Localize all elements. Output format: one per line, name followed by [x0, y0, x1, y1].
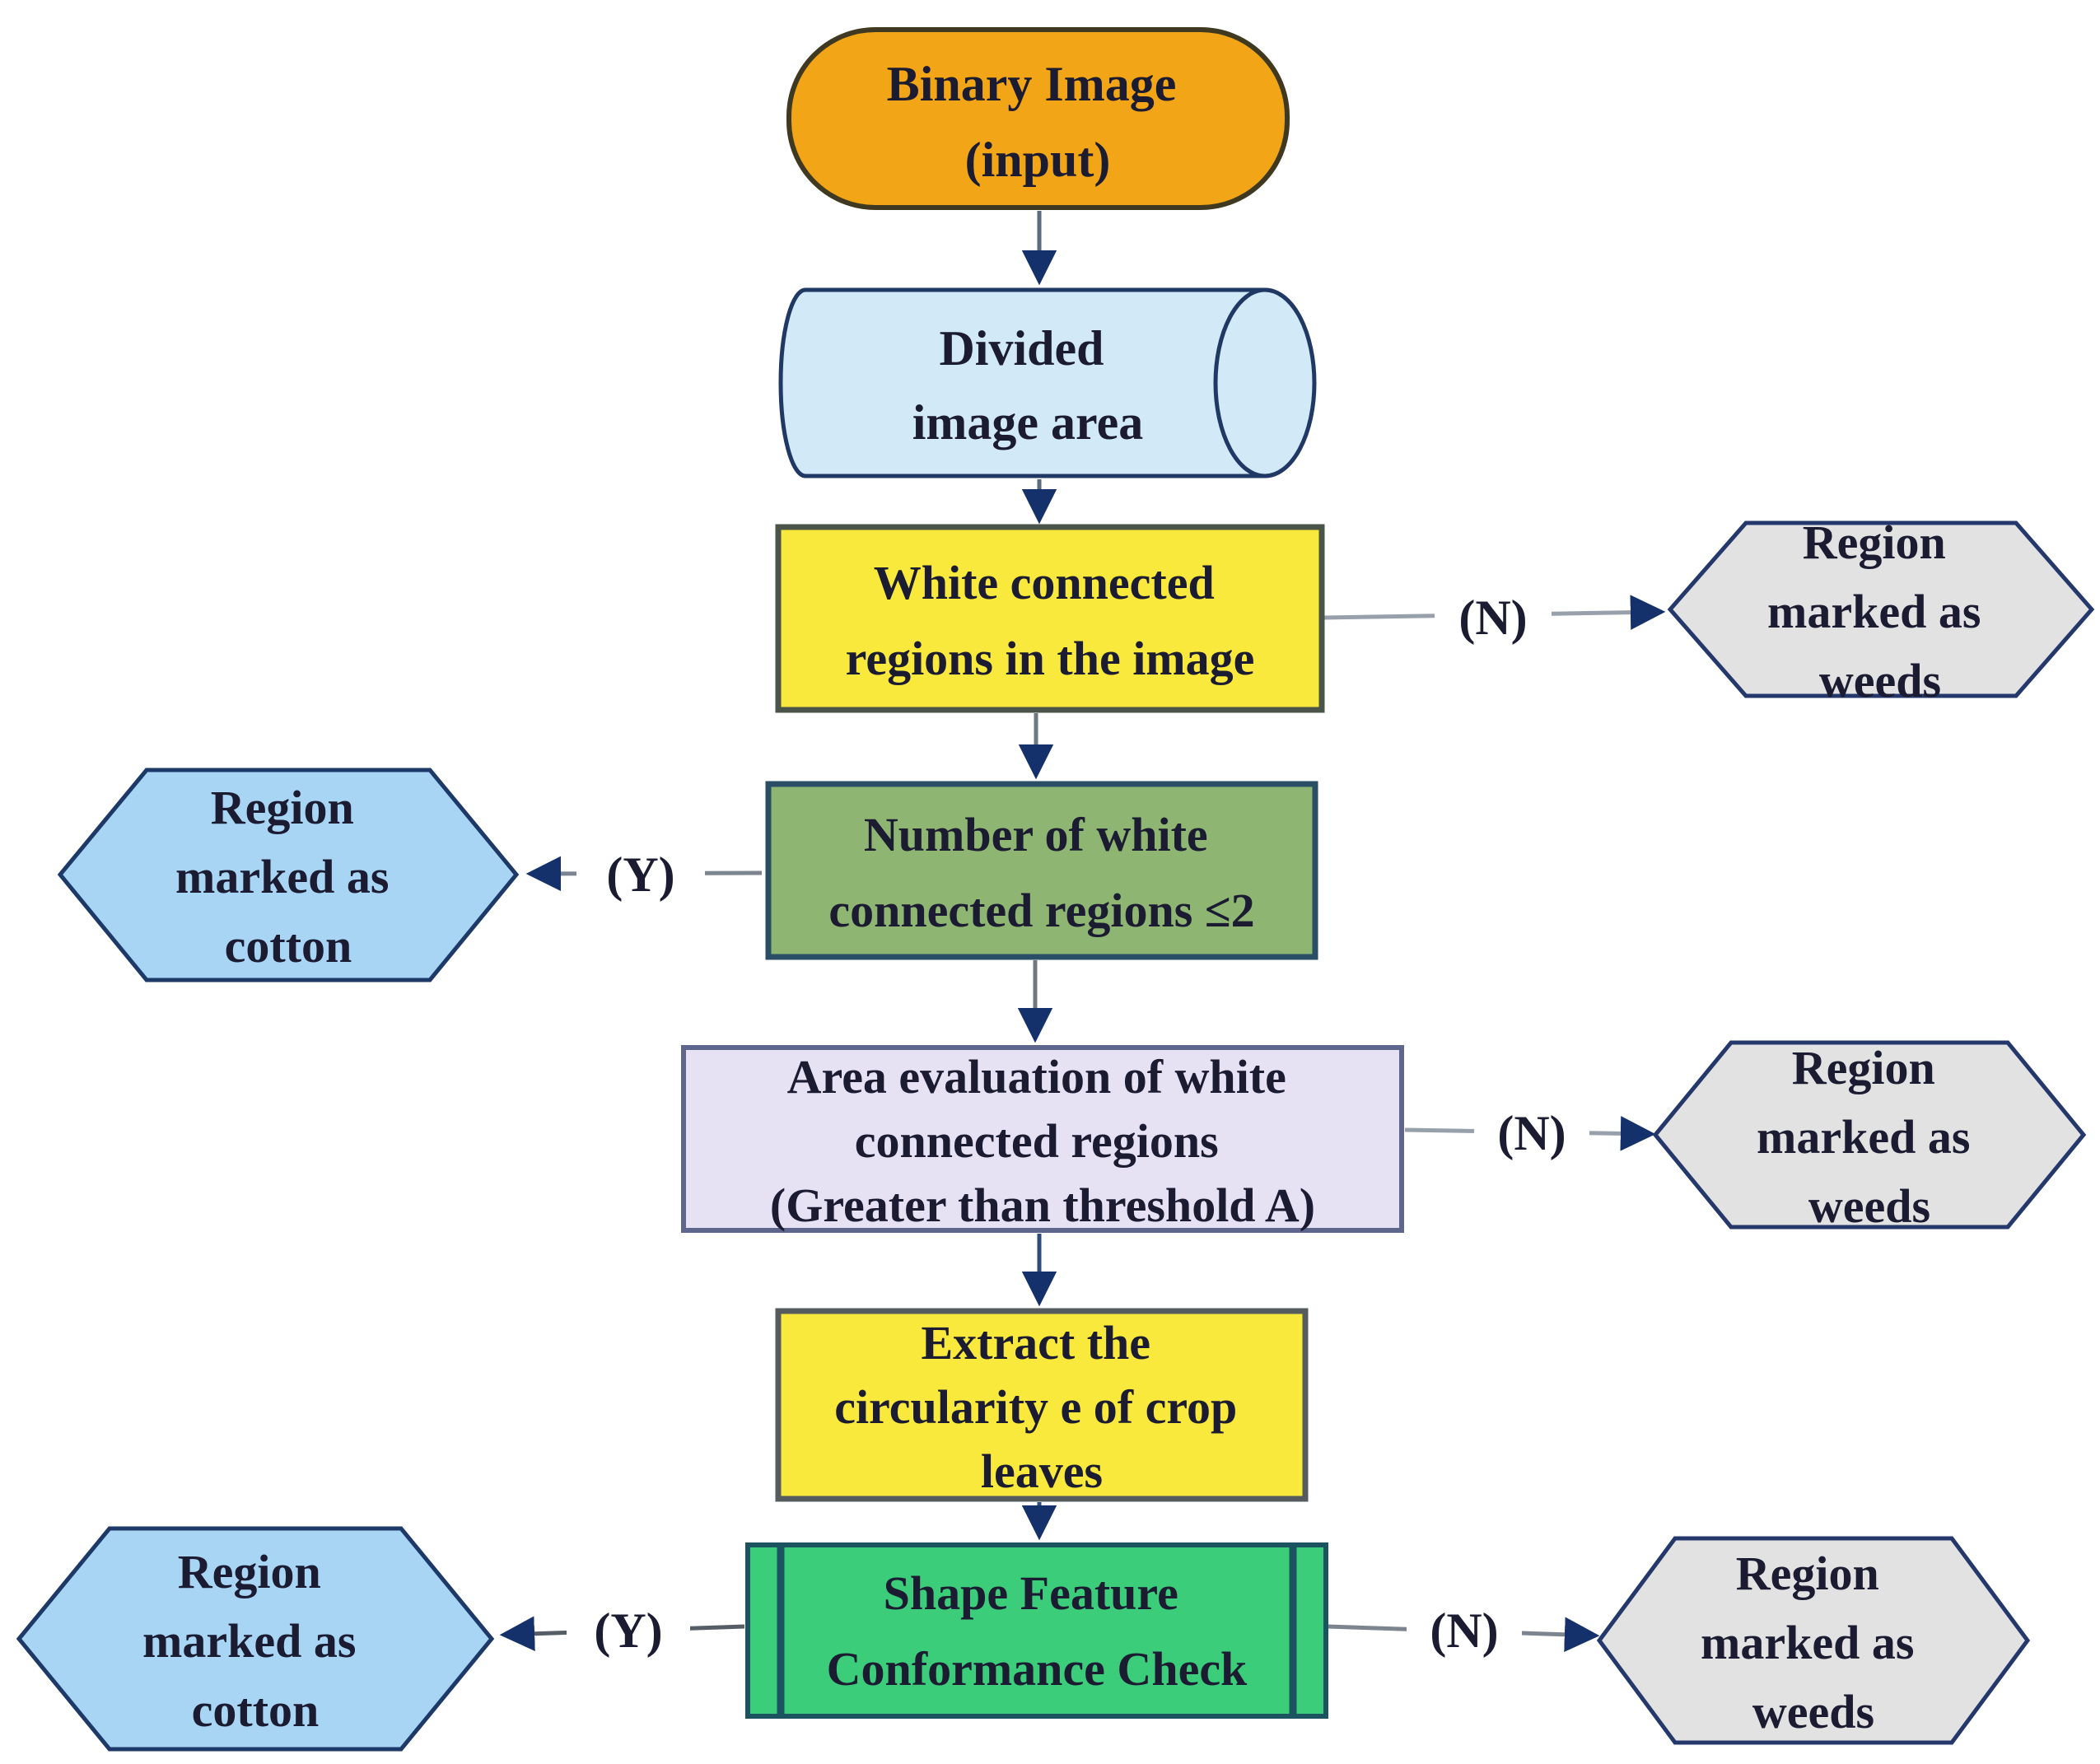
edge-no-1: (N)	[1323, 568, 1666, 656]
node-number-white-text: Number of white connected regions ≤2	[828, 808, 1254, 937]
hexagon-shape	[1596, 1536, 2031, 1745]
edge-no-2-label-gap	[1474, 1087, 1589, 1174]
node-shape-feature-text: Shape Feature Conformance Check	[827, 1566, 1248, 1696]
process-rect	[775, 524, 1325, 713]
node-region-cotton-1-text: Region marked as cotton	[175, 781, 401, 973]
node-shape-feature-check: Shape Feature Conformance Check	[745, 1542, 1328, 1719]
node-region-cotton-1: Region marked as cotton	[57, 768, 520, 982]
edge-yes-1-label: (Y)	[606, 847, 674, 902]
edge-no-3-label: (N)	[1430, 1603, 1498, 1658]
edge-no-1-label-gap	[1435, 568, 1552, 656]
edge-no-1-label: (N)	[1458, 590, 1527, 645]
edge-no-2-label: (N)	[1497, 1106, 1566, 1160]
edge-no-3-label-gap	[1407, 1583, 1522, 1670]
edge-yes-2-label: (Y)	[594, 1603, 662, 1658]
node-extract-circularity-text: Extract the circularity e of crop leaves	[834, 1316, 1249, 1498]
node-region-cotton-2-text: Region marked as cotton	[142, 1545, 368, 1737]
node-divided-image-area: Divided image area	[778, 287, 1317, 478]
edge-no-3: (N)	[1327, 1583, 1600, 1670]
edge-yes-1-label-gap	[576, 828, 705, 917]
node-region-weeds-1-text: Region marked as weeds	[1767, 516, 1993, 707]
node-region-cotton-2: Region marked as cotton	[16, 1526, 495, 1752]
hexagon-shape	[1652, 1040, 2087, 1230]
process-rect	[681, 1045, 1404, 1233]
node-binary-image-input: Binary Image (input)	[786, 27, 1290, 210]
process-rect	[775, 1308, 1309, 1502]
node-region-weeds-3: Region marked as weeds	[1596, 1536, 2031, 1745]
node-region-weeds-2-text: Region marked as weeds	[1757, 1041, 1982, 1233]
node-white-connected-text: White connected regions in the image	[846, 556, 1255, 685]
node-region-weeds-1: Region marked as weeds	[1667, 516, 2095, 707]
predefined-process-rect	[745, 1542, 1328, 1719]
node-area-evaluation-text: Area evaluation of white connected regio…	[770, 1050, 1315, 1232]
process-rect	[765, 781, 1318, 960]
node-number-white-regions: Number of white connected regions ≤2	[765, 781, 1318, 960]
cylinder-cap-arc	[1213, 287, 1266, 478]
terminator-shape	[786, 27, 1290, 210]
node-binary-image-text: Binary Image (input)	[887, 57, 1189, 187]
hexagon-shape	[16, 1526, 495, 1752]
node-area-evaluation: Area evaluation of white connected regio…	[681, 1045, 1404, 1233]
node-extract-circularity: Extract the circularity e of crop leaves	[775, 1308, 1309, 1502]
edge-yes-1: (Y)	[525, 828, 763, 917]
node-region-weeds-2: Region marked as weeds	[1652, 1040, 2087, 1233]
edge-yes-2: (Y)	[499, 1583, 745, 1670]
hexagon-shape	[1667, 520, 2095, 698]
edge-yes-2-label-gap	[567, 1583, 690, 1670]
hexagon-shape	[57, 768, 520, 982]
node-divided-text: Divided image area	[912, 321, 1143, 450]
node-region-weeds-3-text: Region marked as weeds	[1701, 1547, 1926, 1738]
node-white-connected-regions: White connected regions in the image	[775, 524, 1325, 713]
edge-no-2: (N)	[1404, 1087, 1656, 1174]
